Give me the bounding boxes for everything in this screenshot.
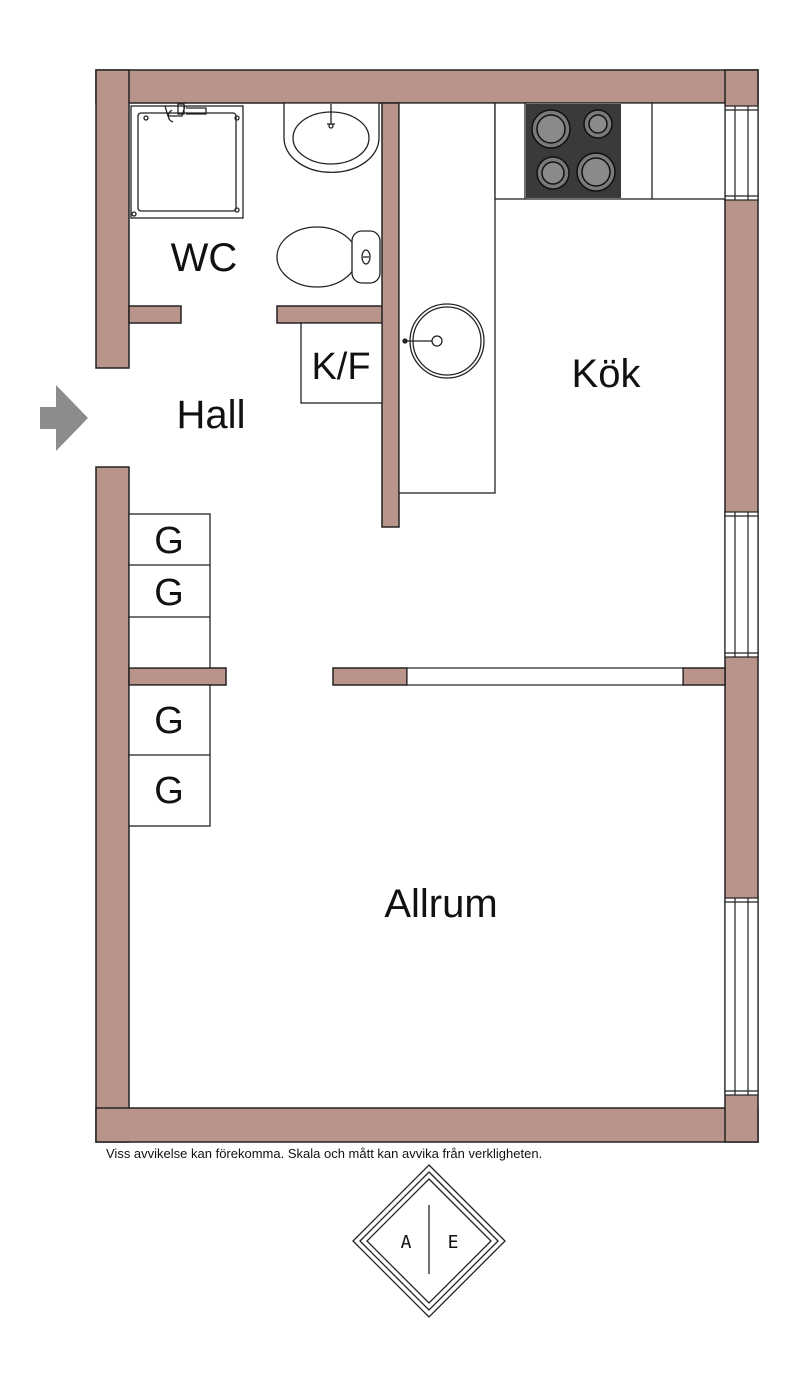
room-label-kf: K/F [311,346,370,388]
wall-allrum-right-b [682,667,726,686]
wall-left-lower [95,466,130,1143]
wall-left-upper [95,69,130,369]
logo-letter-left: A [401,1232,412,1253]
room-label-kok: Kök [572,352,642,396]
window-kitchen-top [724,105,759,201]
sink-wc-icon [283,102,380,174]
wall-bottom [95,1107,759,1143]
wall-allrum-left [128,667,227,686]
wall-wc-bottom-right [276,305,384,324]
entrance-arrow-icon [40,385,88,451]
closet-label: G [154,770,184,812]
wall-top [95,69,759,104]
room-label-wc: WC [171,236,238,280]
window-allrum [724,897,759,1096]
room-label-hall: Hall [177,393,246,437]
wall-kitchen-divider [381,102,400,528]
closet-label: G [154,520,184,562]
wall-allrum-right-a [332,667,408,686]
kitchen-sink-icon [402,303,485,379]
stove-icon [526,104,621,198]
window-kitchen-mid [724,511,759,658]
room-label-allrum: Allrum [384,882,497,926]
toilet-icon [276,226,381,288]
disclaimer-text: Viss avvikelse kan förekomma. Skala och … [106,1146,543,1161]
windows [724,105,759,1096]
fridge-freezer [300,322,383,404]
kitchen-opening-line [406,667,684,686]
logo-letter-right: E [448,1232,459,1253]
closet-label: G [154,572,184,614]
wall-wc-bottom-left [128,305,182,324]
wardrobe-lower [128,684,211,827]
closet-label: G [154,700,184,742]
interior-walls [128,102,726,686]
shower-icon [130,103,244,219]
ae-logo [352,1164,506,1318]
wardrobe-upper [128,513,211,669]
